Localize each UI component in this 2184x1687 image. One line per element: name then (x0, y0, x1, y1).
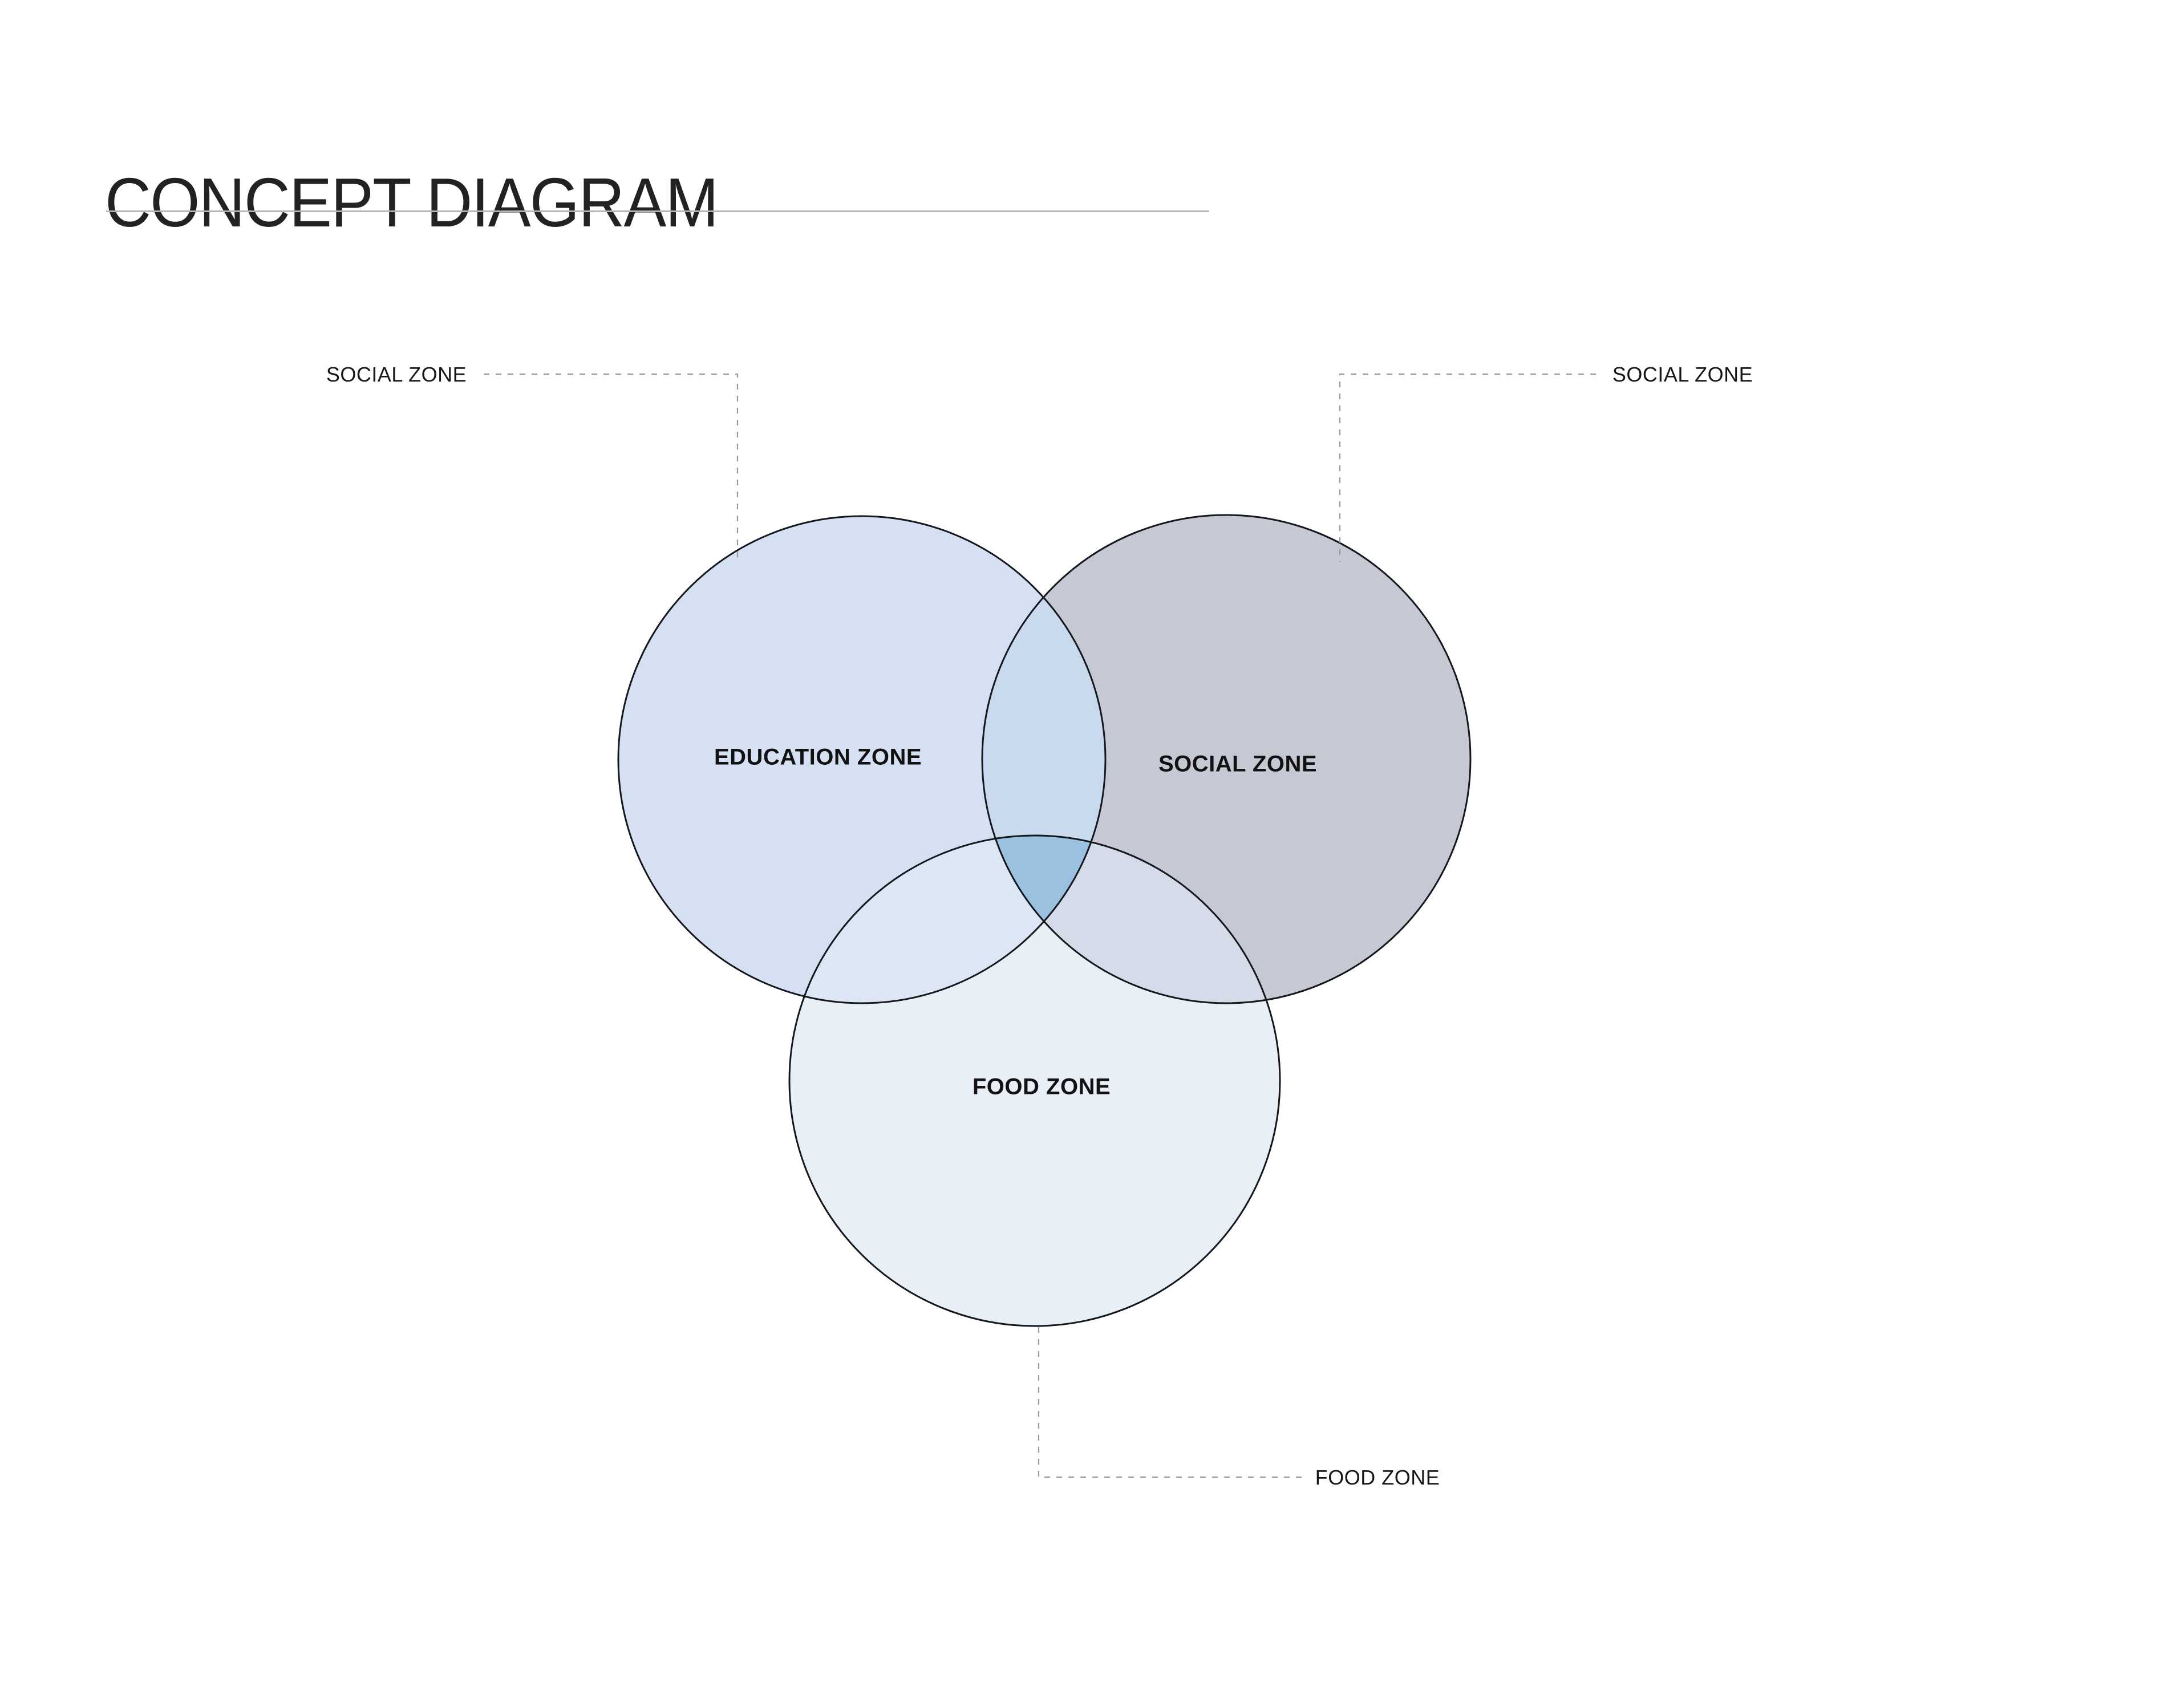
leader-line-top-right (1339, 373, 1596, 562)
callout-social-zone-top-left: SOCIAL ZONE (326, 363, 467, 386)
overlap-education-food (789, 836, 1105, 1003)
food-zone-label: FOOD ZONE (972, 1074, 1111, 1100)
callout-social-zone-top-right: SOCIAL ZONE (1612, 363, 1753, 386)
title-underline (106, 210, 1209, 212)
callout-food-zone-bottom: FOOD ZONE (1315, 1466, 1440, 1489)
circle-food-outline (788, 834, 1281, 1327)
page-title: CONCEPT DIAGRAM (105, 163, 719, 241)
leader-line-top-left (484, 373, 739, 558)
social-zone-label: SOCIAL ZONE (1158, 751, 1318, 777)
education-zone-label: EDUCATION ZONE (714, 744, 922, 770)
circle-education-outline (617, 515, 1107, 1004)
leader-line-bottom (1038, 1327, 1302, 1478)
circle-social-outline (981, 514, 1472, 1004)
overlap-social-food (982, 836, 1280, 1003)
